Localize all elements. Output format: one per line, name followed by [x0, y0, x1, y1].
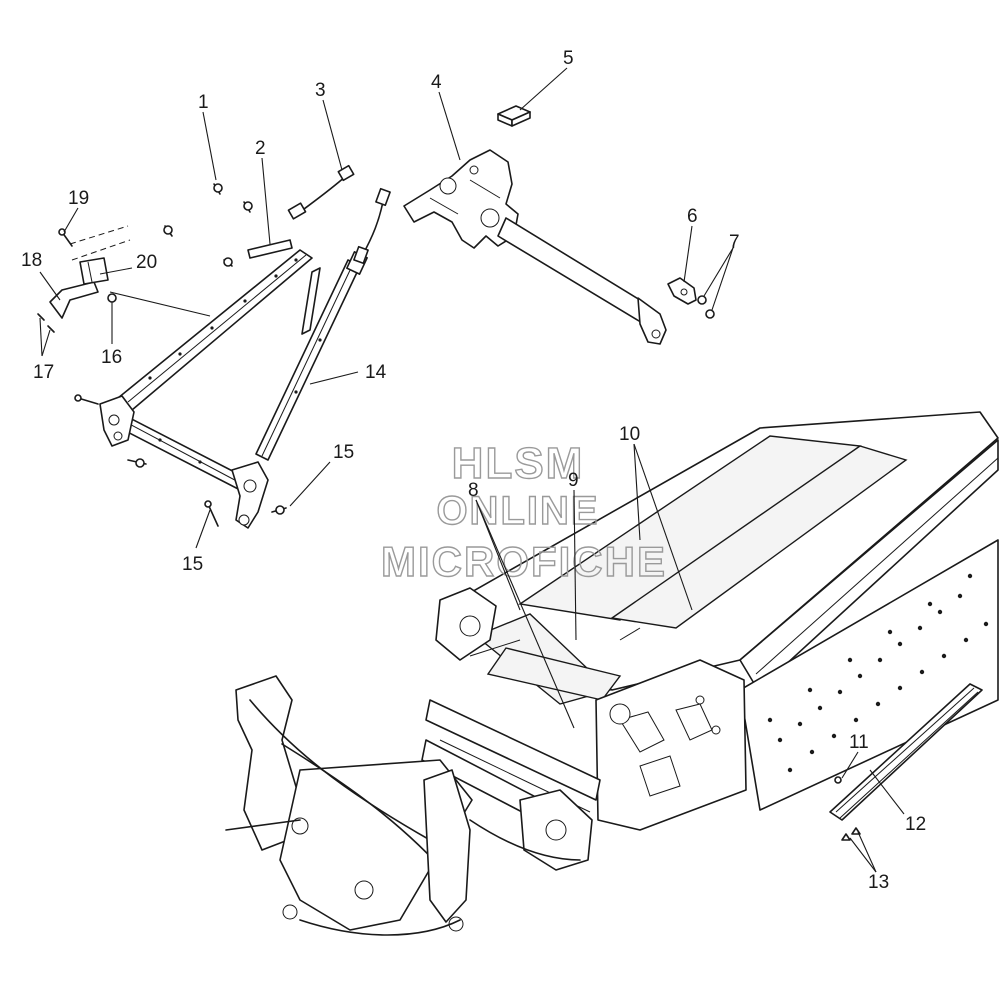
callout-18: 18: [21, 250, 42, 271]
callout-17: 17: [33, 362, 54, 383]
callout-5: 5: [563, 48, 574, 69]
watermark-line-2: ONLINE: [436, 489, 599, 533]
steering-support-frame: [69, 183, 368, 529]
callout-8: 8: [468, 480, 479, 501]
callout-11: 11: [849, 732, 869, 753]
rubber-block: [497, 105, 531, 127]
watermark-line-3: MICROFICHE: [381, 538, 667, 585]
callout-2: 2: [255, 138, 266, 159]
callout-20: 20: [136, 252, 157, 273]
callout-3: 3: [315, 80, 326, 101]
callout-13: 13: [868, 872, 889, 893]
callout-9: 9: [568, 470, 579, 491]
leader-lines: [39, 67, 905, 873]
callout-12: 12: [905, 814, 926, 835]
cable-assembly: [287, 164, 391, 265]
rail-holes: [767, 573, 989, 773]
callout-15-lower: 15: [182, 554, 203, 575]
callout-14: 14: [365, 362, 387, 383]
callout-labels: 1 2 3 4 5 6 7 8 9 10 11 12 13 14 15 15 1…: [21, 48, 926, 893]
callout-4: 4: [431, 72, 442, 93]
small-bracket-group: [37, 228, 117, 333]
watermark: HLSM ONLINE MICROFICHE: [380, 438, 667, 585]
watermark-line-1: HLSM: [452, 439, 585, 488]
chassis-tunnel: [225, 411, 999, 936]
callout-1: 1: [198, 92, 209, 113]
callout-16: 16: [101, 347, 122, 368]
callout-6: 6: [687, 206, 698, 227]
callout-15-upper: 15: [333, 442, 354, 463]
callout-10: 10: [619, 424, 640, 445]
steering-post: [403, 149, 667, 345]
clip-and-nuts: [667, 277, 715, 319]
callout-7: 7: [729, 232, 740, 253]
callout-19: 19: [68, 188, 89, 209]
